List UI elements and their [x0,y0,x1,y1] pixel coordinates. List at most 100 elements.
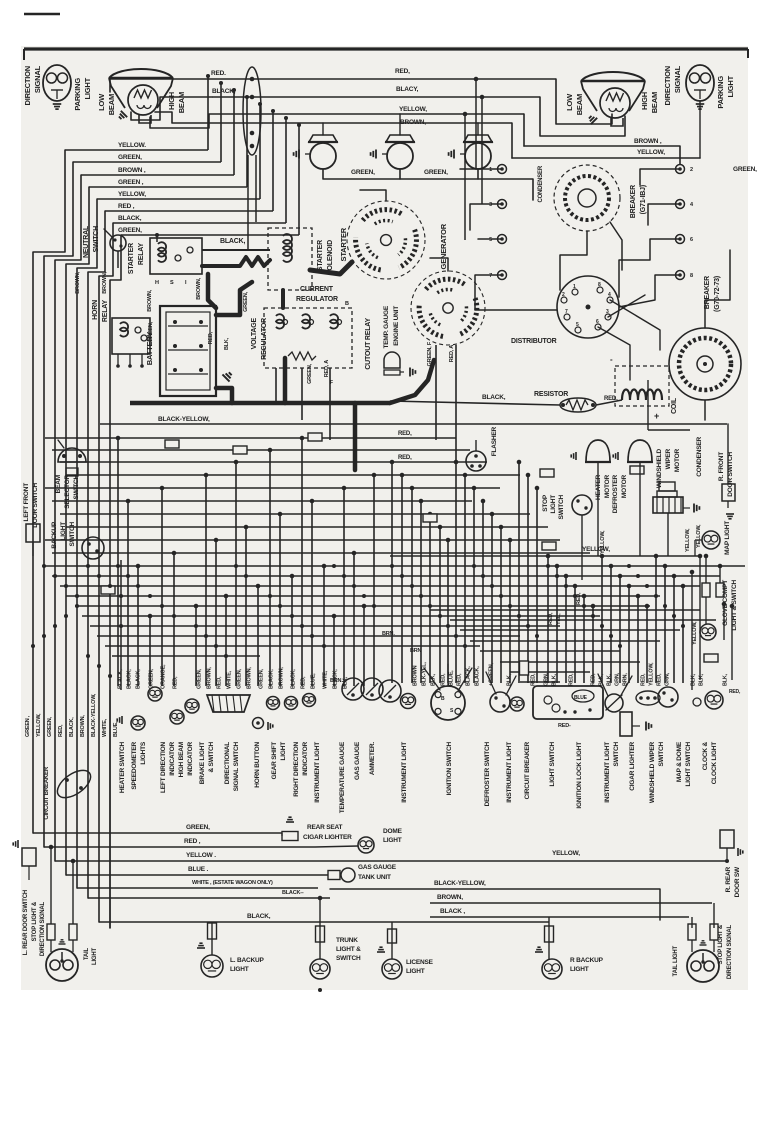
svg-text:YELLOW .: YELLOW . [186,852,216,859]
svg-text:DIRECTION: DIRECTION [663,66,672,105]
svg-text:GREEN,: GREEN, [118,227,142,234]
svg-text:DEFROSTER: DEFROSTER [612,475,619,514]
svg-text:LIGHT & SWITCH: LIGHT & SWITCH [731,579,738,630]
svg-text:SPEEDOMETER: SPEEDOMETER [131,742,138,790]
svg-text:WINDSHIELD WIPER: WINDSHIELD WIPER [649,741,656,803]
svg-text:FLASHER: FLASHER [491,426,498,456]
svg-text:(G71-IBJ): (G71-IBJ) [640,185,647,214]
svg-text:DISTRIBUTOR: DISTRIBUTOR [511,338,557,345]
svg-text:R. FRONT: R. FRONT [718,452,725,481]
svg-text:BLACK ,: BLACK , [440,908,465,915]
svg-text:7: 7 [565,309,568,315]
svg-text:RED ,: RED , [184,838,201,845]
svg-text:7: 7 [489,273,492,279]
svg-text:SWITCH: SWITCH [558,494,565,519]
svg-text:RED,: RED, [531,673,537,686]
svg-text:CURRENT: CURRENT [300,286,334,293]
svg-text:LIGHTS: LIGHTS [140,741,147,764]
svg-text:YELLOW,: YELLOW, [649,662,655,686]
svg-text:BLACK,: BLACK, [136,669,142,689]
svg-text:1: 1 [573,284,576,290]
svg-text:BLACK,: BLACK, [220,238,245,245]
svg-text:BLACK,: BLACK, [475,666,481,686]
svg-text:RED,: RED, [604,396,618,402]
svg-text:RED,: RED, [398,431,412,437]
svg-text:RED,: RED, [657,673,663,686]
svg-text:CIRCUIT BREAKER: CIRCUIT BREAKER [524,742,531,800]
svg-text:RED,: RED, [208,331,214,344]
svg-text:BRAKE LIGHT: BRAKE LIGHT [199,742,206,784]
svg-text:3: 3 [489,202,492,208]
svg-text:RIGHT DIRECTION: RIGHT DIRECTION [293,741,300,796]
svg-text:BEAM: BEAM [575,94,584,115]
svg-text:BLACK-YELLOW,: BLACK-YELLOW, [158,416,210,423]
svg-text:DOOR SWITCH: DOOR SWITCH [727,452,734,497]
svg-text:YELLOW,: YELLOW, [399,106,427,113]
svg-text:L. BACKUP: L. BACKUP [230,957,264,964]
svg-text:YELLOW,: YELLOW, [36,713,42,737]
svg-text:AMMETER.: AMMETER. [369,742,376,775]
svg-text:BLUE,: BLUE, [449,670,455,686]
svg-text:& SWITCH: & SWITCH [208,742,215,773]
svg-text:BROWN,: BROWN, [102,271,108,293]
svg-text:BEAM: BEAM [177,92,186,113]
svg-text:LOW: LOW [97,93,106,111]
svg-text:TEMPERATURE GAUGE: TEMPERATURE GAUGE [339,741,346,813]
svg-text:YEL,: YEL, [556,613,562,625]
svg-text:S: S [450,708,454,714]
svg-text:YELLOW,: YELLOW, [600,530,606,554]
svg-text:L. REAR DOOR SWITCH: L. REAR DOOR SWITCH [23,890,29,955]
svg-text:WINDSHIELD: WINDSHIELD [656,449,663,489]
svg-text:LIGHT: LIGHT [92,947,98,965]
svg-text:GREEN ,: GREEN , [25,715,31,737]
svg-text:GLOVE COMPT: GLOVE COMPT [722,580,729,626]
svg-text:RED.: RED. [211,70,226,77]
svg-text:BLACY,: BLACY, [396,86,419,93]
svg-text:GREEN,: GREEN, [118,154,142,161]
svg-text:BLK,: BLK, [507,673,513,686]
svg-text:DIRECTION SIGNAL: DIRECTION SIGNAL [40,901,46,956]
svg-text:INDICATOR: INDICATOR [169,742,176,776]
svg-text:BLK,: BLK, [723,673,729,686]
svg-text:WHITE,: WHITE, [323,670,329,689]
svg-text:BROWN,: BROWN, [80,715,86,737]
svg-text:RED,: RED, [591,673,597,686]
svg-text:WHITE,: WHITE, [227,670,233,689]
svg-text:INSTRUMENT LIGHT: INSTRUMENT LIGHT [506,742,513,803]
svg-text:BLK,: BLK, [607,673,613,686]
svg-text:RED,: RED, [398,455,412,461]
svg-text:BLACK,: BLACK, [127,669,133,689]
svg-text:RED,: RED, [173,676,179,689]
svg-text:VOLTAGE: VOLTAGE [251,317,258,349]
svg-text:CONDENSER: CONDENSER [538,165,544,202]
svg-text:BEAM: BEAM [55,475,62,493]
svg-text:YELLOW,: YELLOW, [692,621,698,645]
svg-text:GREEN ,: GREEN , [118,179,144,186]
svg-text:MAP LIGHT: MAP LIGHT [724,521,731,555]
svg-text:+: + [654,411,659,421]
svg-text:BLACK,: BLACK, [466,666,472,686]
svg-text:INSTRUMENT LIGHT: INSTRUMENT LIGHT [314,742,321,803]
svg-text:STOP: STOP [542,494,549,512]
svg-text:B: B [345,301,349,307]
svg-text:BRN.: BRN. [382,631,395,637]
svg-text:REGULATOR: REGULATOR [261,318,268,360]
svg-text:BLACK,: BLACK, [291,669,297,689]
svg-text:3: 3 [606,309,609,315]
svg-text:RESISTOR: RESISTOR [534,391,568,398]
svg-text:SWITCH: SWITCH [336,955,361,962]
svg-text:COIL: COIL [671,397,678,414]
svg-text:CIGAR LIGHTER: CIGAR LIGHTER [303,834,352,841]
svg-text:LIGHT: LIGHT [550,495,557,514]
svg-text:RED, A: RED, A [449,345,455,362]
svg-text:LOW: LOW [565,93,574,111]
svg-text:S: S [170,280,174,286]
svg-text:DIRECTION SIGNAL: DIRECTION SIGNAL [727,924,733,979]
svg-text:H: H [155,280,159,286]
svg-text:SWITCH: SWITCH [73,474,80,499]
svg-text:GREEN,: GREEN, [148,321,154,342]
svg-text:SWITCH: SWITCH [69,521,76,546]
svg-text:WIPER: WIPER [665,449,672,470]
svg-text:YELLOW.: YELLOW. [118,142,146,149]
svg-text:PARKING: PARKING [716,76,725,109]
